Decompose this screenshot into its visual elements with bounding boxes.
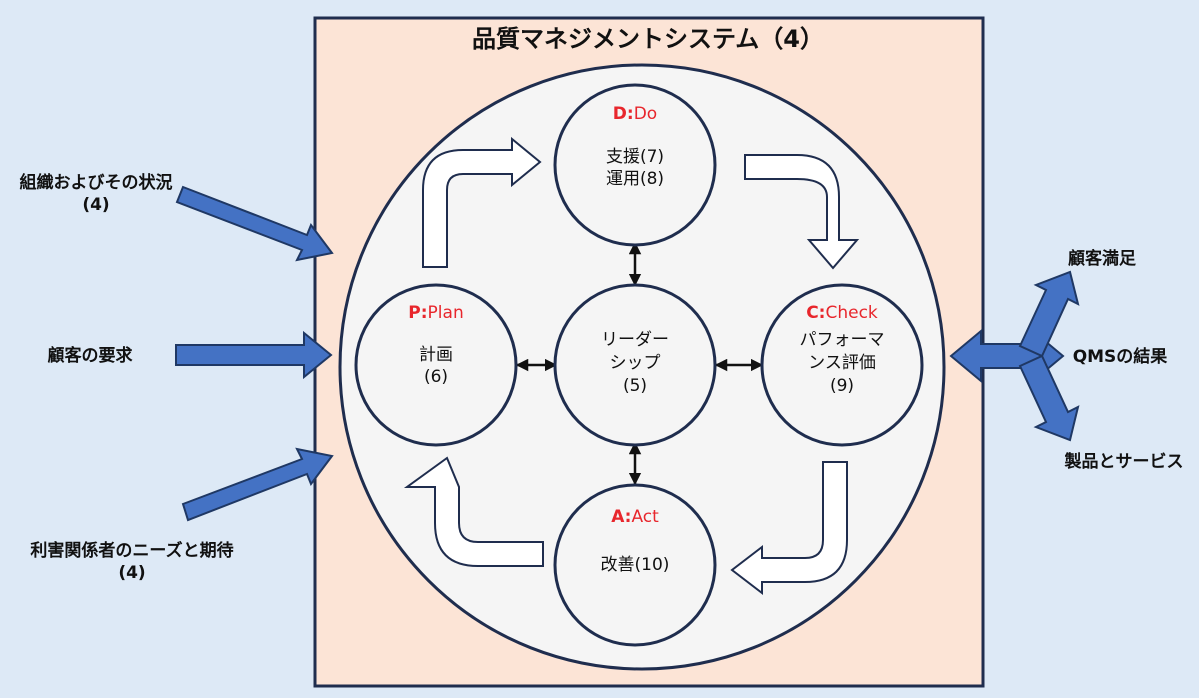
phase-act-line1: 改善(10) (601, 555, 670, 575)
svg-text:C:Check: C:Check (806, 303, 878, 323)
phase-check-line3: (9) (830, 376, 854, 396)
cycle-arrow-do-to-check (744, 154, 860, 270)
phase-do-line2: 運用(8) (606, 169, 664, 189)
output-arrow-satisfaction (1018, 270, 1080, 358)
phase-plan: P:Plan 計画 (6) (354, 283, 518, 447)
system-title: 品質マネジメントシステム（4） (472, 25, 824, 53)
phase-act: A:Act 改善(10) (553, 483, 717, 647)
phase-do: D:Do 支援(7) 運用(8) (553, 83, 717, 247)
phase-do-line1: 支援(7) (606, 147, 664, 167)
cycle-arrow-act-to-plan (403, 456, 544, 567)
input-arrow-stakeholders (181, 447, 334, 522)
phase-check-letter: C: (806, 303, 825, 323)
leadership-line1: リーダー (601, 330, 669, 350)
input-arrow-customer (175, 330, 333, 380)
phase-plan-line1: 計画 (419, 345, 453, 365)
phase-check: C:Check パフォーマ ンス評価 (9) (760, 283, 924, 447)
output-label-satisfaction: 顧客満足 (1068, 248, 1136, 269)
input-label-stakeholders: 利害関係者のニーズと期待 (30, 540, 233, 561)
svg-text:D:Do: D:Do (613, 104, 657, 124)
phase-check-word: Check (825, 303, 877, 323)
phase-plan-word: Plan (428, 303, 464, 323)
phase-do-word: Do (634, 104, 658, 124)
leadership-line3: (5) (623, 376, 647, 396)
leadership-center: リーダー シップ (5) (553, 283, 717, 447)
phase-do-letter: D: (613, 104, 634, 124)
input-label-context-ref: (4) (82, 195, 109, 215)
leadership-line2: シップ (610, 353, 661, 373)
phase-check-line2: ンス評価 (808, 353, 876, 373)
cycle-arrow-check-to-act (730, 461, 848, 596)
phase-plan-letter: P: (408, 303, 427, 323)
input-arrow-context (175, 185, 334, 262)
phase-act-word: Act (631, 507, 659, 527)
phase-plan-line2: (6) (424, 367, 448, 387)
input-label-stakeholders-ref: (4) (118, 563, 145, 583)
svg-text:P:Plan: P:Plan (408, 303, 463, 323)
output-arrow-products (1018, 354, 1080, 442)
cycle-arrow-plan-to-do (422, 136, 542, 268)
input-label-context: 組織およびその状況 (20, 172, 173, 193)
phase-act-letter: A: (611, 507, 631, 527)
svg-text:A:Act: A:Act (611, 507, 659, 527)
phase-check-line1: パフォーマ (800, 330, 885, 350)
output-label-results: QMSの結果 (1073, 346, 1168, 367)
input-label-customer: 顧客の要求 (48, 345, 133, 366)
output-label-products: 製品とサービス (1064, 451, 1184, 472)
